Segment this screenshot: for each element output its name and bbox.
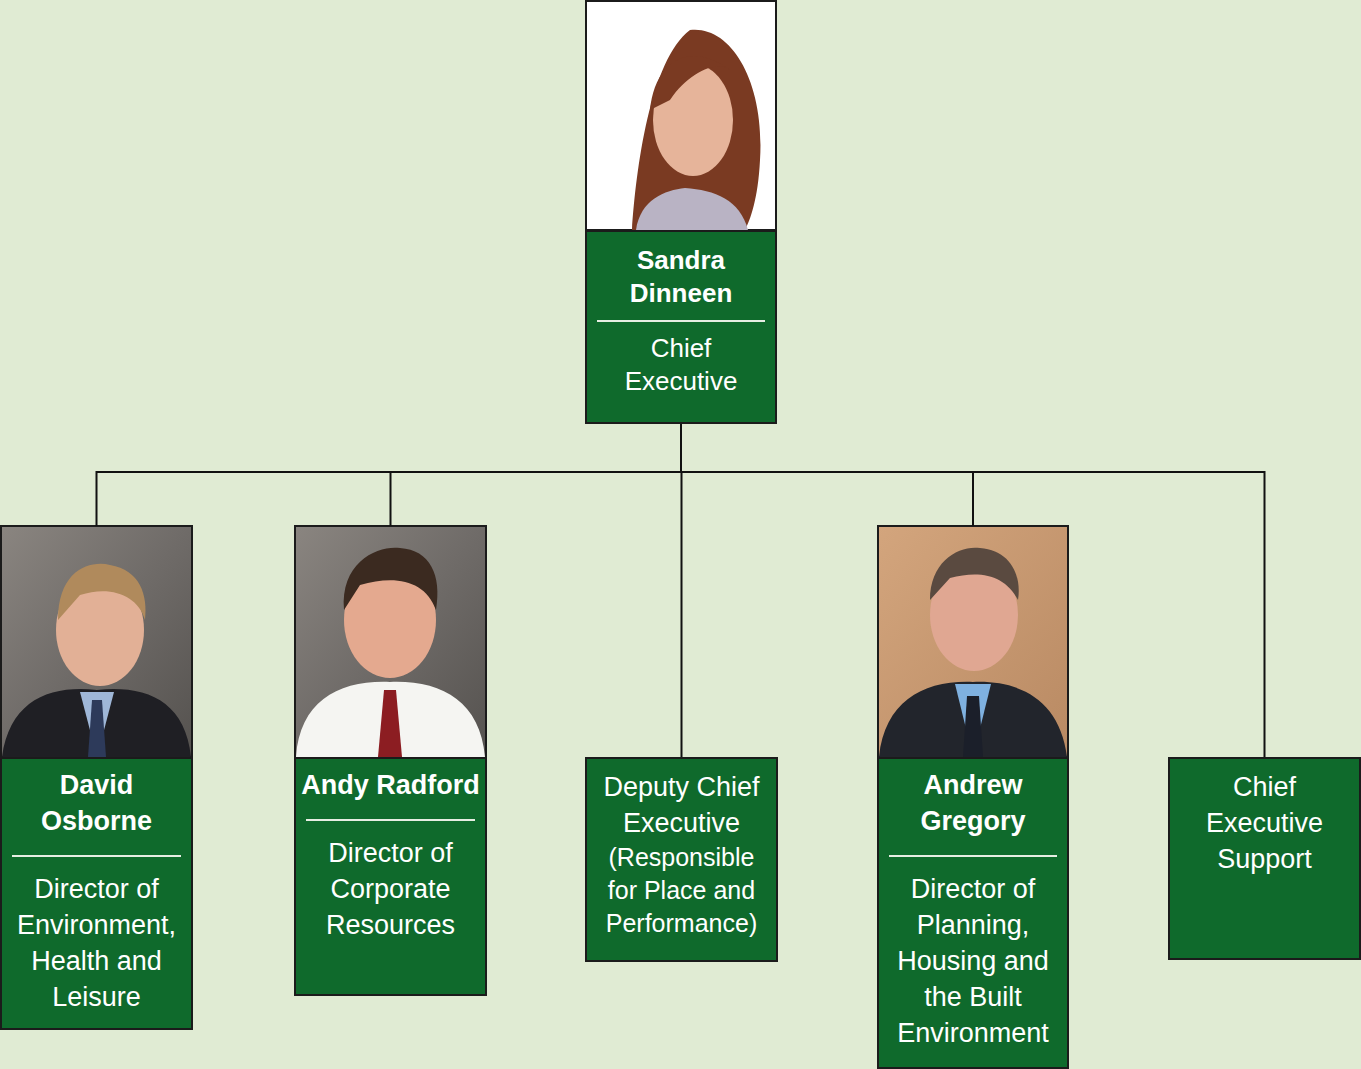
portrait-photo [586,1,776,230]
role-title: Chief Executive Support [1174,769,1355,877]
portrait-photo [295,526,486,757]
role-title: Director of Planning, Housing and the Bu… [889,855,1057,1051]
reporting-line [391,424,682,526]
reporting-line [97,424,682,526]
reporting-line [681,424,973,526]
box-panel: David OsborneDirector of Environment, He… [0,757,193,1030]
shirt [955,684,991,757]
shirt [80,692,114,757]
box-panel: Andy RadfordDirector of Corporate Resour… [294,757,487,996]
portrait-photo [1,526,192,757]
hair [344,548,438,610]
role-title: Deputy Chief Executive [591,769,772,841]
hair [930,548,1019,600]
role-title: (Responsible for Place and Performance) [591,841,772,940]
photo-frame [295,526,486,757]
director-box: Andy RadfordDirector of Corporate Resour… [294,526,487,996]
portrait-photo [878,526,1068,757]
photo-frame [1,526,192,757]
jacket [2,689,191,757]
person-name: Andy Radford [300,767,481,803]
tie [963,696,983,757]
chief-executive-box: Sandra DinneenChief Executive [585,0,777,424]
reporting-line [680,424,683,757]
tie [88,700,106,757]
blouse [636,188,748,230]
person-name: Sandra Dinneen [591,244,771,310]
photo-frame [878,526,1068,757]
deputy-box: Deputy Chief Executive(Responsible for P… [585,757,778,962]
director-box: Andrew GregoryDirector of Planning, Hous… [877,526,1069,1069]
photo-frame [586,1,776,230]
box-panel: Deputy Chief Executive(Responsible for P… [585,757,778,962]
reporting-line [681,424,1265,757]
fringe [650,56,730,110]
person-name: David Osborne [6,767,187,839]
hair [632,30,760,230]
role-title: Director of Environment, Health and Leis… [12,855,181,1015]
tie [378,690,402,757]
box-panel: Sandra DinneenChief Executive [585,230,777,424]
hair [58,564,146,620]
person-name: Andrew Gregory [883,767,1063,839]
box-panel: Chief Executive Support [1168,757,1361,960]
role-title: Chief Executive [597,320,765,398]
role-title: Director of Corporate Resources [306,819,475,943]
box-panel: Andrew GregoryDirector of Planning, Hous… [877,757,1069,1069]
director-box: David OsborneDirector of Environment, He… [0,526,193,1030]
support-box: Chief Executive Support [1168,757,1361,960]
jacket [879,682,1067,757]
shirt [296,682,485,757]
